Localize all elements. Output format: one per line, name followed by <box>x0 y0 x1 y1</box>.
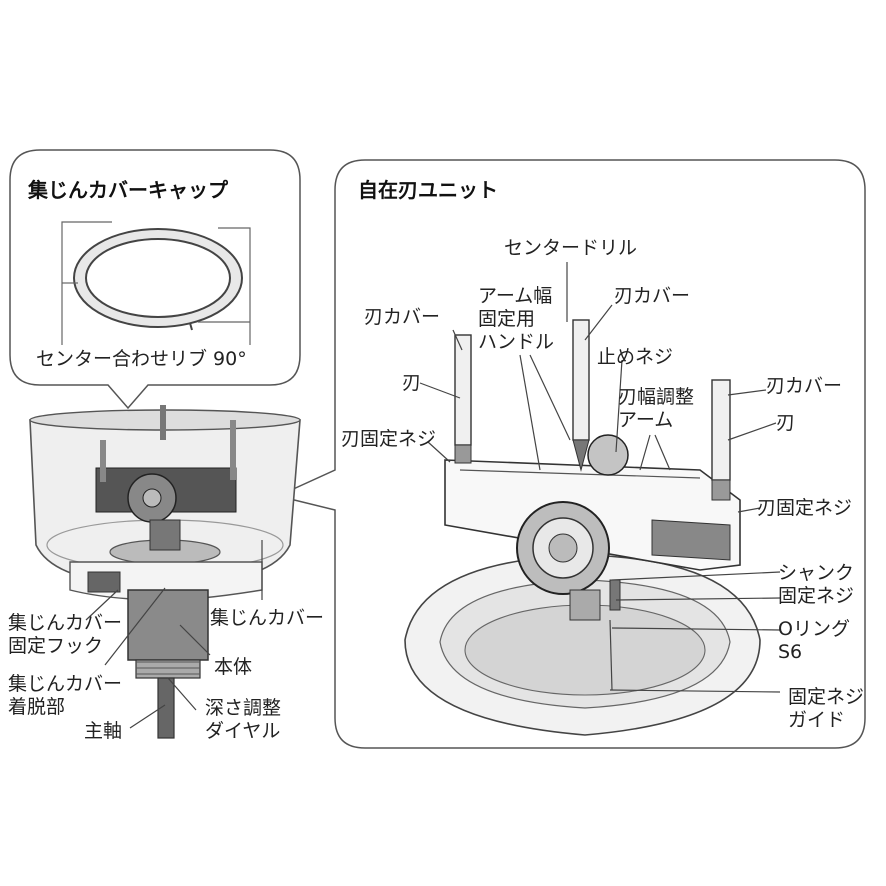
depth-dial-line1: 深さ調整 <box>205 697 282 719</box>
blade-unit-drawing <box>404 319 761 736</box>
oring-line2: S6 <box>778 641 803 663</box>
screw-guide-line1: 固定ネジ <box>788 686 865 708</box>
depth-dial-label: 深さ調整 ダイヤル <box>205 697 281 743</box>
center-drill-label: センタードリル <box>504 237 638 259</box>
cover-detach-line2: 着脱部 <box>8 696 66 718</box>
blade-cover-left-label: 刃カバー <box>364 306 441 328</box>
blade-cover-right-label: 刃カバー <box>766 375 843 397</box>
depth-dial-line2: ダイヤル <box>205 720 281 742</box>
screw-guide-label: 固定ネジ ガイド <box>788 686 864 732</box>
blade-arm-label: 刃幅調整 アーム <box>618 386 694 432</box>
cover-hook-line1: 集じんカバー <box>8 612 123 634</box>
spindle-label: 主軸 <box>84 720 123 742</box>
rib-label: センター合わせリブ 90° <box>36 348 247 370</box>
blade-arm-line1: 刃幅調整 <box>618 386 695 408</box>
blade-arm-line2: アーム <box>618 409 674 431</box>
cover-hook-line2: 固定フック <box>8 635 104 657</box>
cover-detach-label: 集じんカバー 着脱部 <box>8 673 122 719</box>
cover-detach-line1: 集じんカバー <box>8 673 123 695</box>
left-leaders <box>85 540 263 729</box>
blade-fix-right-label: 刃固定ネジ <box>757 497 853 519</box>
arm-handle-line2: 固定用 <box>478 308 536 330</box>
dust-cover-body <box>29 405 301 739</box>
unit-panel-title: 自在刃ユニット <box>358 178 498 202</box>
dust-cover-label: 集じんカバー <box>210 607 325 629</box>
right-leaders <box>419 262 781 693</box>
shank-screw-label: シャンク 固定ネジ <box>778 562 854 608</box>
cover-hook-label: 集じんカバー 固定フック <box>8 612 122 658</box>
blade-fix-left-label: 刃固定ネジ <box>341 428 437 450</box>
shank-screw-line2: 固定ネジ <box>778 585 855 607</box>
oring-line1: Oリング <box>778 618 850 640</box>
arm-handle-line3: ハンドル <box>478 331 555 353</box>
blade-left-label: 刃 <box>402 372 422 394</box>
screw-guide-line2: ガイド <box>788 709 846 731</box>
cover-cap-ring <box>73 228 243 331</box>
blade-right-label: 刃 <box>776 412 796 434</box>
arm-handle-label: アーム幅 固定用 ハンドル <box>478 285 554 354</box>
cap-panel-title: 集じんカバーキャップ <box>28 178 228 202</box>
arm-handle-line1: アーム幅 <box>478 285 553 307</box>
blade-cover-mid-label: 刃カバー <box>614 285 691 307</box>
oring-label: Oリング S6 <box>778 618 850 664</box>
rib-leader <box>61 221 251 345</box>
shank-screw-line1: シャンク <box>778 562 855 584</box>
main-body-label: 本体 <box>214 656 253 678</box>
stop-screw-label: 止めネジ <box>597 346 674 368</box>
